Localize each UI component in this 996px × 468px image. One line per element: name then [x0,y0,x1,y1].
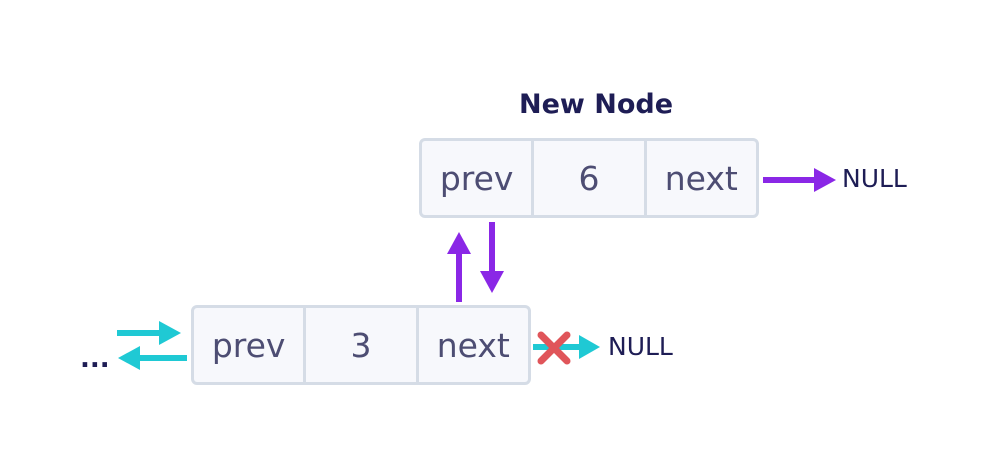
existing-node-value-cell: 3 [303,308,415,382]
new-node-next-cell: next [643,141,756,215]
outgoing-prev-arrow [118,346,187,370]
node3-next-to-new-node-arrow [447,232,471,302]
new-node-prev-to-node3-arrow [480,222,504,293]
incoming-next-arrow [117,321,181,345]
preceding-nodes-ellipsis: ... [80,344,110,374]
new-node: prev 6 next [419,138,759,218]
removed-link-cross-icon [537,331,571,365]
new-node-value-cell: 6 [531,141,643,215]
new-node-next-to-null-arrow [763,168,836,192]
new-node-title: New Node [519,89,674,120]
existing-node: prev 3 next [191,305,531,385]
existing-node-null-label: NULL [608,332,673,361]
existing-node-next-cell: next [415,308,528,382]
new-node-prev-cell: prev [439,158,514,198]
existing-node-prev-cell: prev [211,325,286,365]
new-node-null-label: NULL [842,164,907,193]
